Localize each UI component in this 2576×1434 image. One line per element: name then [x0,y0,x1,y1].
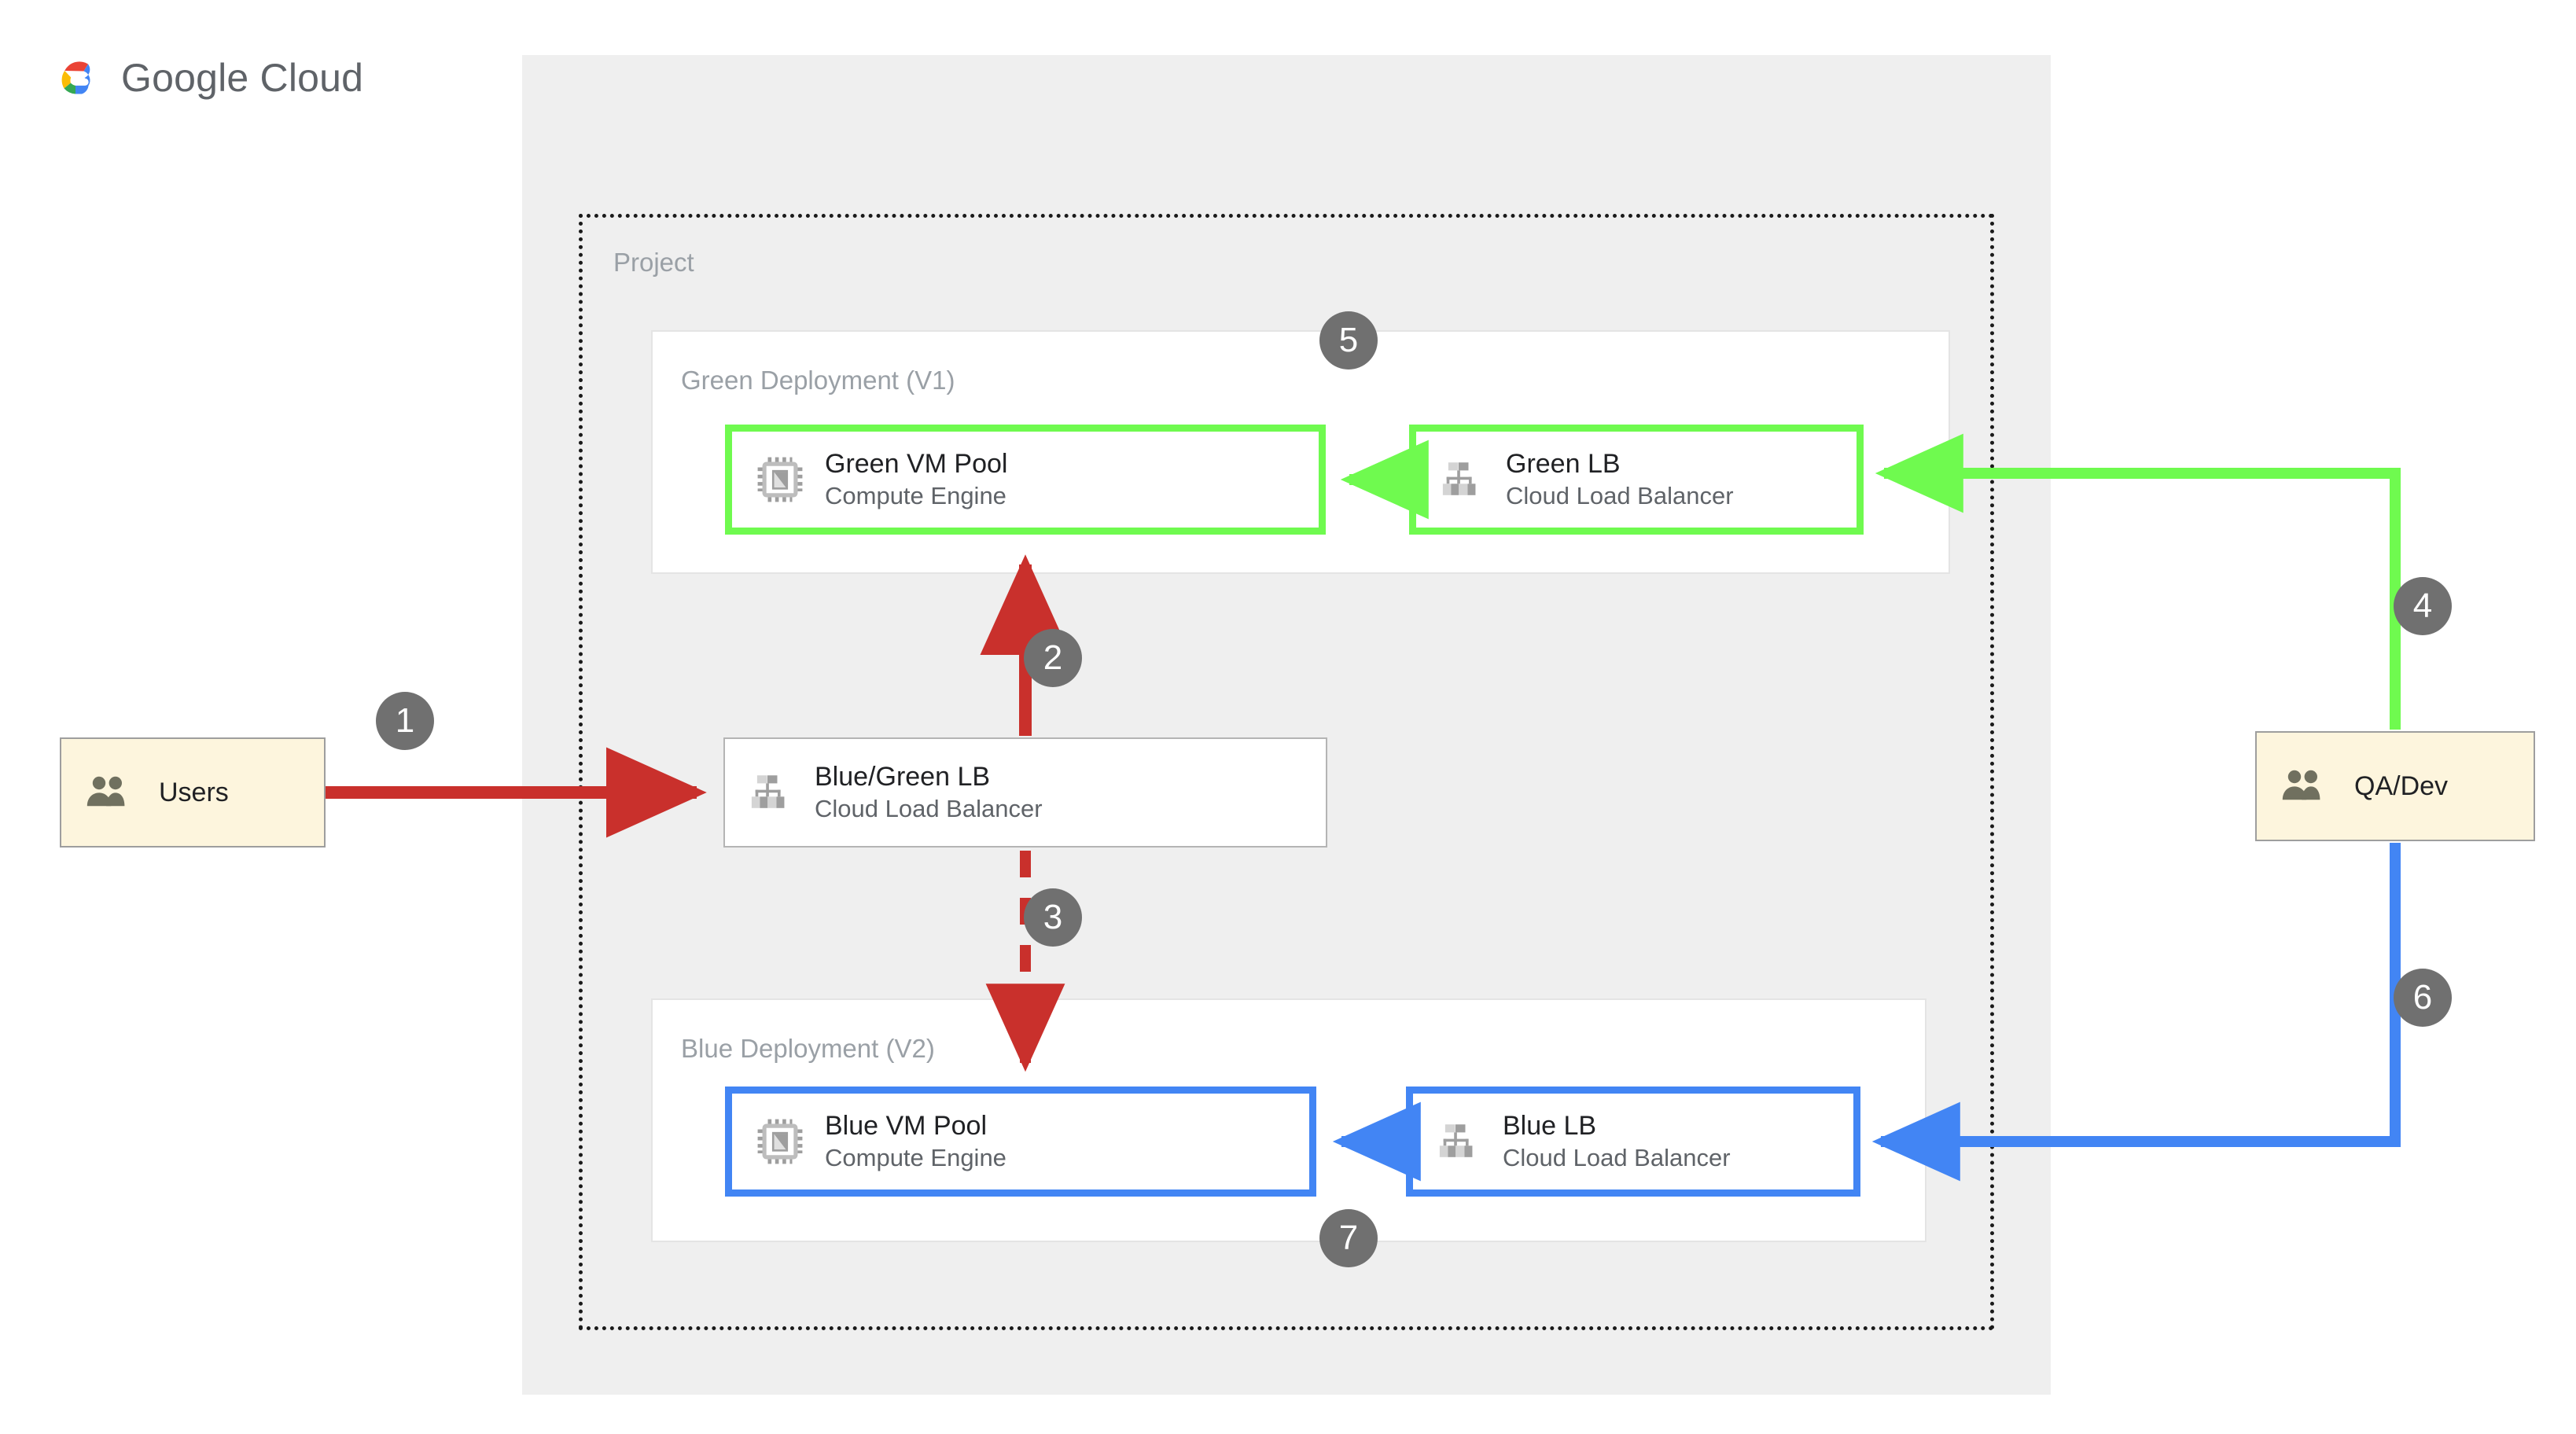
wordmark-cloud: Cloud [259,56,364,100]
node-title: Blue/Green LB [815,762,991,792]
project-label: Project [613,248,694,277]
node-green-vm-pool-text: Green VM Pool Compute Engine [825,447,1007,511]
node-title: Blue LB [1503,1111,1597,1142]
node-bluegreen-lb[interactable]: Blue/Green LB Cloud Load Balancer [723,737,1327,848]
cloud-load-balancer-icon [749,770,794,815]
node-green-lb-text: Green LB Cloud Load Balancer [1506,447,1734,511]
people-icon [85,773,135,812]
google-cloud-logo-icon [55,58,104,97]
step-badge-5: 5 [1319,311,1378,370]
node-blue-vm-pool[interactable]: Blue VM Pool Compute Engine [725,1087,1316,1197]
node-blue-lb[interactable]: Blue LB Cloud Load Balancer [1406,1087,1860,1197]
node-subtitle: Cloud Load Balancer [1503,1143,1731,1171]
people-icon [2280,767,2331,806]
node-blue-vm-pool-text: Blue VM Pool Compute Engine [825,1109,1006,1173]
node-bluegreen-lb-text: Blue/Green LB Cloud Load Balancer [815,760,1043,824]
step-badge-1: 1 [376,692,434,750]
node-title: Green LB [1506,449,1621,480]
node-title: Blue VM Pool [825,1111,987,1142]
step-badge-2: 2 [1024,629,1082,687]
node-blue-lb-text: Blue LB Cloud Load Balancer [1503,1109,1731,1173]
actor-users[interactable]: Users [60,737,326,848]
compute-engine-icon [756,455,804,504]
step-badge-3: 3 [1024,888,1082,947]
cloud-load-balancer-icon [1437,1119,1482,1164]
node-green-vm-pool[interactable]: Green VM Pool Compute Engine [725,425,1326,535]
step-badge-7: 7 [1319,1209,1378,1267]
node-green-lb[interactable]: Green LB Cloud Load Balancer [1409,425,1864,535]
step-badge-6: 6 [2394,969,2452,1027]
step-badge-4: 4 [2394,577,2452,635]
actor-qa-dev-label: QA/Dev [2354,770,2449,801]
actor-users-label: Users [159,777,229,807]
green-deployment-label: Green Deployment (V1) [681,366,955,395]
node-subtitle: Compute Engine [825,481,1006,509]
wordmark-google: Google [121,56,249,100]
project-boundary [579,214,1994,1330]
blue-deployment-label: Blue Deployment (V2) [681,1034,935,1063]
google-cloud-wordmark: Google Cloud [121,55,363,101]
google-cloud-branding: Google Cloud [55,55,363,101]
node-title: Green VM Pool [825,449,1008,480]
node-subtitle: Compute Engine [825,1143,1006,1171]
node-subtitle: Cloud Load Balancer [815,794,1043,822]
node-subtitle: Cloud Load Balancer [1506,481,1734,509]
cloud-load-balancer-icon [1440,457,1485,502]
compute-engine-icon [756,1117,804,1166]
actor-qa-dev[interactable]: QA/Dev [2255,731,2535,841]
